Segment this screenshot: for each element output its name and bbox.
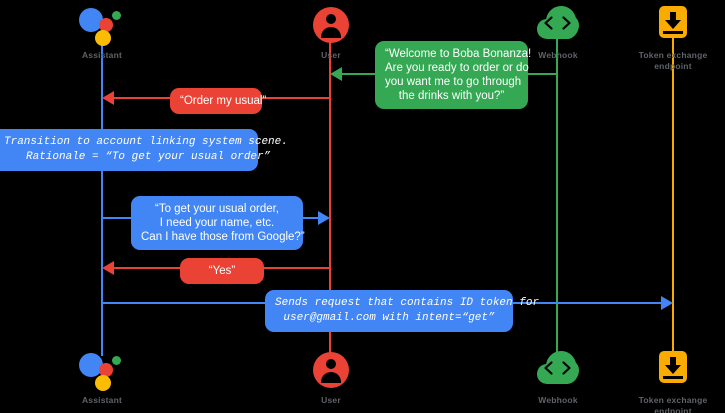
arrow-sends-request-head	[661, 296, 673, 310]
actor-webhook-bottom: Webhook	[503, 349, 613, 406]
arrow-request-name-head	[318, 211, 330, 225]
actor-assistant-bottom: Assistant	[47, 349, 157, 406]
actor-label-assistant: Assistant	[81, 395, 123, 405]
user-person-icon	[308, 349, 354, 391]
actor-user-top: User	[276, 4, 386, 61]
arrow-welcome-head	[330, 67, 342, 81]
actor-label-assistant: Assistant	[81, 50, 123, 60]
lifeline-user	[329, 38, 331, 356]
arrow-yes-head	[102, 261, 114, 275]
actor-label-webhook: Webhook	[538, 395, 578, 405]
note-transition-account-linking: Transition to account linking system sce…	[0, 129, 288, 171]
actor-user-bottom: User	[276, 349, 386, 406]
lifeline-webhook	[556, 38, 558, 356]
user-person-icon	[308, 4, 354, 46]
actor-label-user: User	[321, 50, 341, 60]
actor-assistant-top: Assistant	[47, 4, 157, 61]
message-request-name: “To get your usual order, I need your na…	[131, 196, 305, 250]
actor-token-endpoint-top: Token exchange endpoint	[618, 4, 725, 72]
arrow-order-my-usual-head	[102, 91, 114, 105]
actor-token-endpoint-bottom: Token exchange endpoint	[618, 349, 725, 413]
google-assistant-icon	[79, 349, 125, 391]
lifeline-token-endpoint	[672, 38, 674, 356]
actor-label-token-endpoint: Token exchange endpoint	[638, 395, 708, 413]
google-assistant-icon	[79, 4, 125, 46]
actor-label-webhook: Webhook	[538, 50, 578, 60]
cloud-code-icon	[535, 4, 581, 46]
download-box-icon	[650, 4, 696, 46]
actor-label-user: User	[321, 395, 341, 405]
message-order-my-usual: “Order my usual”	[170, 88, 266, 114]
message-yes: “Yes”	[180, 258, 264, 284]
lifeline-assistant	[101, 38, 103, 356]
cloud-code-icon	[535, 349, 581, 391]
actor-label-token-endpoint: Token exchange endpoint	[638, 50, 708, 71]
download-box-icon	[650, 349, 696, 391]
actor-webhook-top: Webhook	[503, 4, 613, 61]
message-welcome: “Welcome to Boba Bonanza! Are you ready …	[375, 41, 531, 109]
message-sends-request: Sends request that contains ID token for…	[265, 290, 539, 332]
